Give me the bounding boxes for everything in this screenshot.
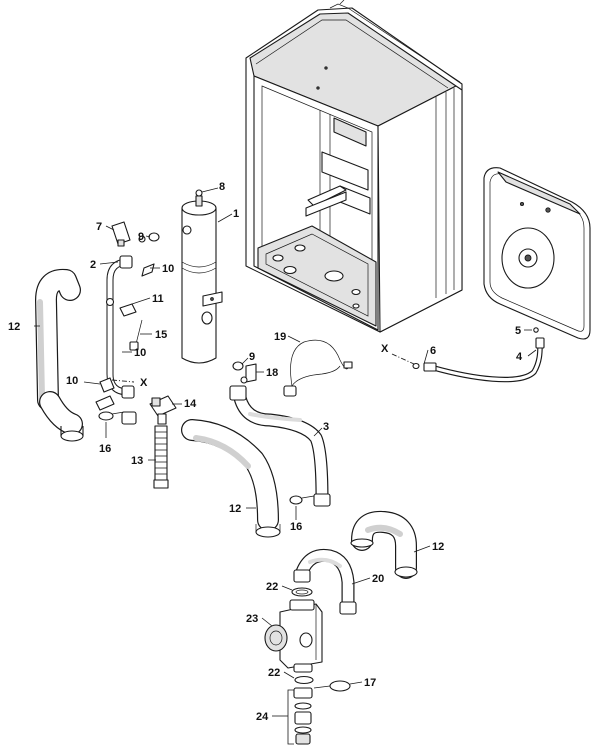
callout-14: 14 (184, 398, 197, 410)
circulating-pump (264, 599, 323, 673)
callout-labels: 1 2 3 4 5 6 7 8 9 9 10 10 10 11 12 12 12… (8, 181, 523, 723)
callout-16-left: 16 (99, 443, 111, 455)
isolating-valve-set (293, 687, 313, 745)
connection-mark-x-left: X (140, 377, 148, 389)
clip-16-right (289, 495, 315, 505)
callout-15: 15 (155, 329, 167, 341)
return-pipe (229, 385, 331, 507)
callout-12-right: 12 (432, 541, 444, 553)
callout-20: 20 (372, 573, 384, 585)
washer-9-right (232, 361, 244, 371)
washer-9-left (148, 232, 160, 242)
callout-17: 17 (364, 677, 376, 689)
clip-17 (313, 680, 351, 692)
connection-line-left (111, 379, 135, 383)
callout-12-left: 12 (8, 321, 20, 333)
expansion-hose (412, 327, 545, 383)
drain-hose (153, 425, 169, 489)
callout-12-middle: 12 (229, 503, 241, 515)
callout-13: 13 (131, 455, 143, 467)
callout-10-middle: 10 (134, 347, 146, 359)
clip-16-left (98, 411, 137, 425)
callout-23: 23 (246, 613, 258, 625)
connection-mark-x-right: X (381, 343, 389, 355)
callout-7: 7 (96, 221, 102, 233)
callout-18: 18 (266, 367, 278, 379)
callout-11: 11 (152, 293, 164, 305)
leader-lines (34, 187, 537, 745)
insulation-bottom-right (350, 510, 418, 579)
callout-22-upper: 22 (266, 581, 278, 593)
callout-3: 3 (323, 421, 329, 433)
callout-16-right: 16 (290, 521, 302, 533)
insulation-middle (181, 419, 281, 538)
callout-10-upper: 10 (162, 263, 174, 275)
sensor-15 (129, 319, 143, 351)
callout-6: 6 (430, 345, 436, 357)
temperature-sensor (283, 339, 353, 397)
callout-22-lower: 22 (268, 667, 280, 679)
connection-line-right (391, 353, 415, 365)
clip-18 (240, 363, 257, 384)
callout-8: 8 (219, 181, 225, 193)
seal-22-upper (291, 587, 313, 597)
callout-4: 4 (516, 351, 523, 363)
callout-2: 2 (90, 259, 96, 271)
callout-5: 5 (515, 325, 521, 337)
insulation-left (35, 268, 84, 442)
flow-pipe (95, 221, 155, 411)
pump-pipe (293, 548, 357, 615)
seal-22-lower (294, 675, 314, 685)
boiler-casing (245, 0, 463, 333)
relief-valve (149, 395, 177, 425)
callout-9-upper: 9 (138, 231, 144, 243)
callout-9-lower: 9 (249, 351, 255, 363)
callout-1: 1 (233, 208, 239, 220)
heat-exchanger-cylinder (181, 189, 223, 364)
callout-10-lower: 10 (66, 375, 78, 387)
callout-24: 24 (256, 711, 269, 723)
callout-19: 19 (274, 331, 286, 343)
expansion-vessel (483, 167, 591, 340)
